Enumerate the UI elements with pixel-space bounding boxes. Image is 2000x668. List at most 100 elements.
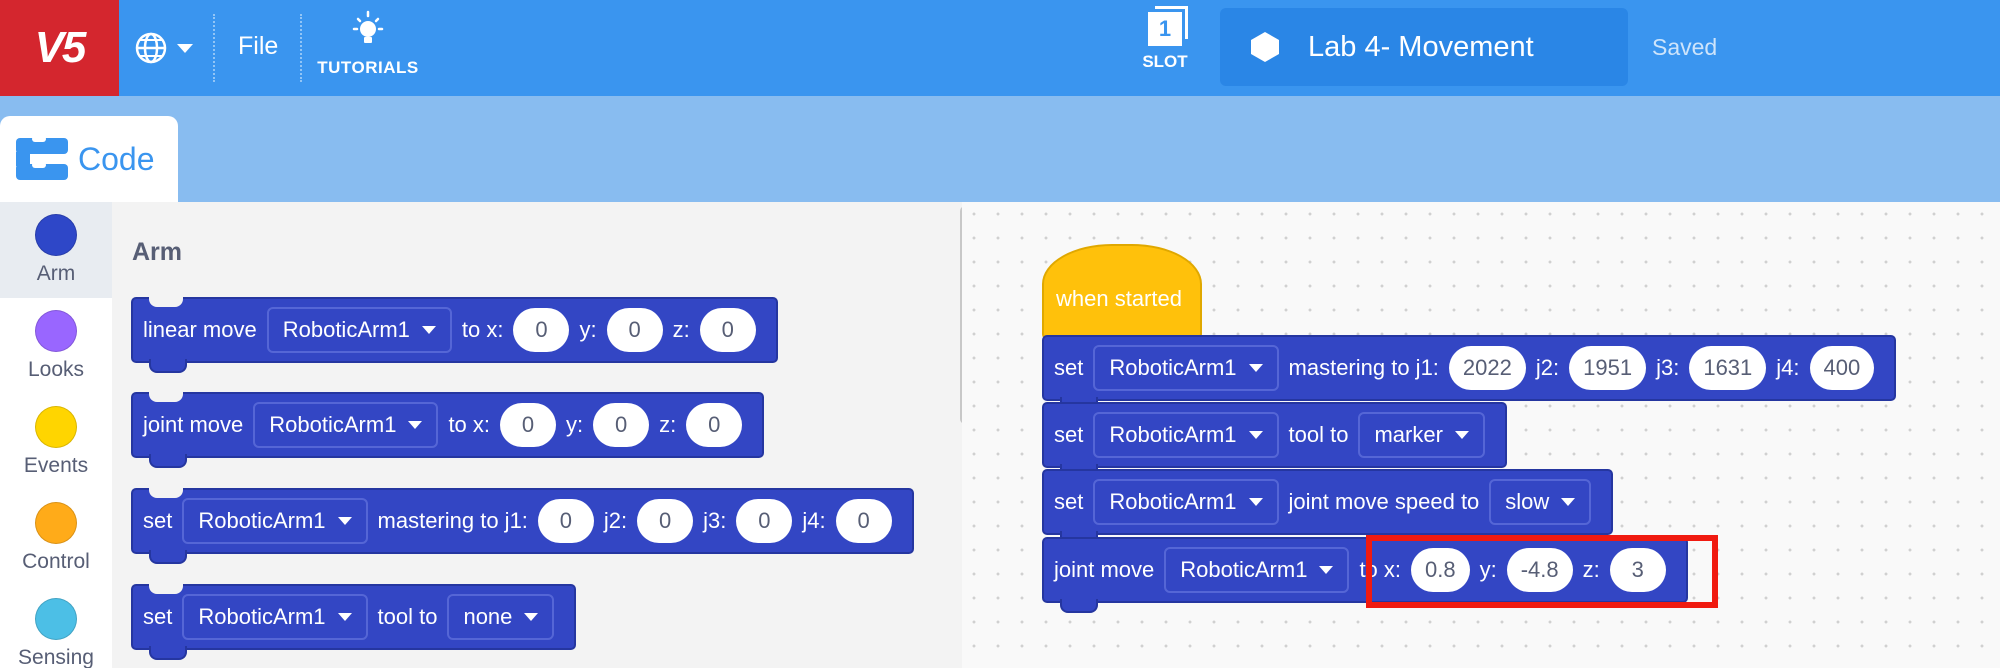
palette-block-linear-move[interactable]: linear move RoboticArm1 to x: 0 y: 0 z: … xyxy=(131,297,778,373)
caret-down-icon xyxy=(524,613,539,621)
device-dropdown[interactable]: RoboticArm1 xyxy=(1093,345,1279,391)
workspace-block-set-speed[interactable]: set RoboticArm1 joint move speed to slow xyxy=(1042,469,1614,545)
block-text: to x: xyxy=(448,412,491,437)
category-label: Events xyxy=(23,454,89,477)
save-status: Saved xyxy=(1652,34,1718,60)
chevron-down-icon xyxy=(177,44,193,53)
category-dot-icon xyxy=(35,502,77,544)
block-text: to x: xyxy=(461,317,504,342)
device-dropdown[interactable]: RoboticArm1 xyxy=(182,594,368,640)
block-text: z: xyxy=(672,317,690,342)
workspace-block-set-tool[interactable]: set RoboticArm1 tool to marker xyxy=(1042,402,1507,478)
j2-input[interactable]: 1951 xyxy=(1569,346,1647,390)
block-text: j4: xyxy=(802,508,826,533)
block-text: y: xyxy=(566,412,584,437)
workspace-block-set-mastering[interactable]: set RoboticArm1 mastering to j1: 2022 j2… xyxy=(1042,335,1897,411)
block-text: joint move speed to xyxy=(1288,489,1480,514)
palette-block-joint-move[interactable]: joint move RoboticArm1 to x: 0 y: 0 z: 0 xyxy=(131,392,765,468)
dropdown-value: RoboticArm1 xyxy=(1180,557,1308,582)
category-control[interactable]: Control xyxy=(0,490,112,586)
block-text: joint move xyxy=(143,412,244,437)
slot-selector[interactable]: 1 SLOT xyxy=(1140,6,1190,86)
device-dropdown[interactable]: RoboticArm1 xyxy=(1164,547,1350,593)
block-text: z: xyxy=(659,412,677,437)
device-dropdown[interactable]: RoboticArm1 xyxy=(1093,479,1279,525)
z-input[interactable]: 0 xyxy=(699,308,756,352)
block-text: set xyxy=(1054,355,1084,380)
caret-down-icon xyxy=(421,326,436,334)
language-menu[interactable] xyxy=(134,26,204,70)
vexcode-logo[interactable]: V5 xyxy=(0,0,119,96)
workspace-block-joint-move[interactable]: joint move RoboticArm1 to x: 0.8 y: -4.8… xyxy=(1042,537,1688,613)
tab-code-label: Code xyxy=(78,140,155,177)
tool-dropdown[interactable]: none xyxy=(447,594,555,640)
category-arm[interactable]: Arm xyxy=(0,202,112,298)
slot-label: SLOT xyxy=(1142,52,1188,71)
block-text: to x: xyxy=(1359,557,1402,582)
block-text: set xyxy=(1054,489,1084,514)
dropdown-value: RoboticArm1 xyxy=(282,317,410,342)
block-text: linear move xyxy=(143,317,257,342)
caret-down-icon xyxy=(1248,498,1263,506)
j2-input[interactable]: 0 xyxy=(637,499,694,543)
j1-input[interactable]: 0 xyxy=(537,499,594,543)
tool-dropdown[interactable]: marker xyxy=(1358,412,1485,458)
block-text: set xyxy=(1054,422,1084,447)
speed-dropdown[interactable]: slow xyxy=(1489,479,1592,525)
project-name-box[interactable]: Lab 4- Movement xyxy=(1220,8,1628,86)
tutorials-button[interactable]: TUTORIALS xyxy=(317,10,419,86)
dropdown-value: RoboticArm1 xyxy=(269,412,397,437)
x-input[interactable]: 0 xyxy=(500,403,557,447)
caret-down-icon xyxy=(1319,566,1334,574)
category-looks[interactable]: Looks xyxy=(0,298,112,394)
palette-block-set-tool[interactable]: set RoboticArm1 tool to none xyxy=(131,584,577,660)
hat-label: when started xyxy=(1056,286,1182,311)
tutorials-label: TUTORIALS xyxy=(317,58,419,77)
palette-block-set-mastering[interactable]: set RoboticArm1 mastering to j1: 0 j2: 0… xyxy=(131,488,914,564)
when-started-hat-block[interactable]: when started xyxy=(1042,244,1202,340)
caret-down-icon xyxy=(1561,498,1576,506)
device-dropdown[interactable]: RoboticArm1 xyxy=(253,402,439,448)
category-sensing[interactable]: Sensing xyxy=(0,586,112,668)
j4-input[interactable]: 400 xyxy=(1809,346,1875,390)
category-events[interactable]: Events xyxy=(0,394,112,490)
block-text: j3: xyxy=(1656,355,1680,380)
device-dropdown[interactable]: RoboticArm1 xyxy=(182,498,368,544)
top-menu-bar: V5 File TUTORIALS xyxy=(0,0,2000,96)
x-input[interactable]: 0.8 xyxy=(1411,548,1470,592)
device-dropdown[interactable]: RoboticArm1 xyxy=(1093,412,1279,458)
y-input[interactable]: 0 xyxy=(593,403,650,447)
x-input[interactable]: 0 xyxy=(513,308,570,352)
j3-input[interactable]: 1631 xyxy=(1689,346,1767,390)
dropdown-value: none xyxy=(463,604,513,629)
category-label: Arm xyxy=(36,262,76,285)
y-input[interactable]: -4.8 xyxy=(1506,548,1573,592)
tab-code[interactable]: Code xyxy=(0,116,178,202)
menu-divider xyxy=(213,14,215,82)
caret-down-icon xyxy=(337,613,352,621)
block-text: mastering to j1: xyxy=(1288,355,1439,380)
block-text: tool to xyxy=(1288,422,1349,447)
dropdown-value: marker xyxy=(1374,422,1443,447)
category-dot-icon xyxy=(35,598,77,640)
file-menu[interactable]: File xyxy=(238,32,279,60)
block-text: j2: xyxy=(1535,355,1560,380)
j3-input[interactable]: 0 xyxy=(736,499,793,543)
y-input[interactable]: 0 xyxy=(606,308,663,352)
caret-down-icon xyxy=(408,421,423,429)
z-input[interactable]: 3 xyxy=(1609,548,1666,592)
block-text: j2: xyxy=(603,508,628,533)
z-input[interactable]: 0 xyxy=(686,403,743,447)
block-text: y: xyxy=(579,317,597,342)
j4-input[interactable]: 0 xyxy=(835,499,892,543)
dropdown-value: RoboticArm1 xyxy=(1109,422,1237,447)
project-name: Lab 4- Movement xyxy=(1308,30,1534,63)
device-dropdown[interactable]: RoboticArm1 xyxy=(266,307,452,353)
caret-down-icon xyxy=(337,517,352,525)
caret-down-icon xyxy=(1454,431,1469,439)
block-text: set xyxy=(143,604,173,629)
j1-input[interactable]: 2022 xyxy=(1448,346,1526,390)
category-dot-icon xyxy=(35,406,77,448)
slot-number: 1 xyxy=(1158,16,1172,41)
dropdown-value: RoboticArm1 xyxy=(198,604,326,629)
